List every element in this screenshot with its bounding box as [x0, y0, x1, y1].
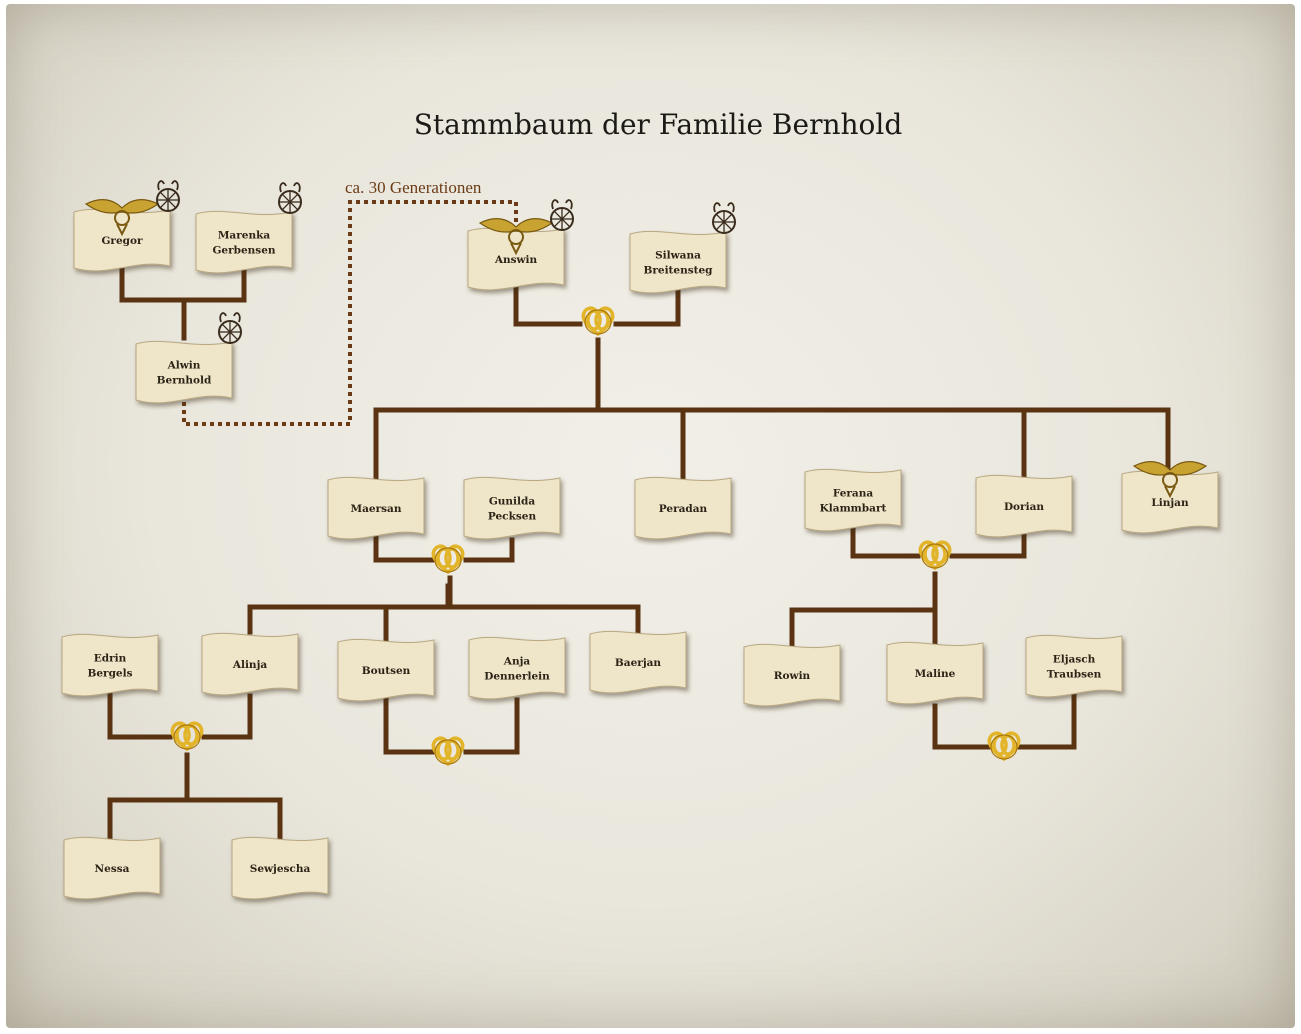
person-card-nessa: Nessa — [63, 836, 161, 900]
person-name-line: Baerjan — [615, 657, 661, 669]
scroll-card — [135, 340, 233, 404]
person-card-gregor: Gregor — [73, 180, 180, 272]
person-name-line: Marenka — [218, 230, 271, 242]
person-name-line: Maersan — [351, 503, 402, 515]
person-name-line: Traubsen — [1047, 669, 1102, 681]
winged-emblem-icon — [478, 218, 554, 256]
golden-rings-heart-icon — [170, 721, 204, 752]
person-name-line: Bergels — [87, 668, 132, 680]
ancestry-dotted-line — [182, 200, 518, 426]
scroll-card — [337, 638, 435, 702]
scroll-card — [231, 836, 329, 900]
person-name-line: Pecksen — [488, 511, 537, 523]
golden-rings-heart-icon — [581, 306, 615, 337]
person-card-maline: Maline — [886, 641, 984, 705]
golden-rings-heart-icon — [431, 736, 465, 767]
tree-title: Stammbaum der Familie Bernhold — [414, 108, 903, 141]
person-card-boutsen: Boutsen — [337, 638, 435, 702]
person-name-line: Bernhold — [157, 375, 212, 387]
wheel-of-life-icon — [278, 182, 302, 214]
scroll-card — [804, 468, 902, 532]
person-name-line: Klammbart — [820, 503, 887, 515]
person-name-line: Linjan — [1151, 497, 1189, 509]
person-name-line: Dennerlein — [484, 671, 550, 683]
person-name-line: Eljasch — [1053, 654, 1096, 666]
wheel-of-life-icon — [712, 202, 736, 234]
person-name-line: Maline — [915, 668, 956, 680]
person-name-line: Gregor — [101, 235, 143, 247]
person-name-line: Anja — [503, 656, 531, 668]
winged-emblem-icon — [1132, 461, 1208, 499]
golden-rings-heart-icon — [918, 540, 952, 571]
scroll-card — [629, 230, 727, 294]
scroll-card — [327, 476, 425, 540]
golden-rings-heart-icon — [987, 731, 1021, 762]
person-name-line: Silwana — [655, 250, 701, 262]
person-name-line: Dorian — [1004, 501, 1044, 513]
wheel-of-life-icon — [218, 312, 242, 344]
marriage-symbols — [170, 306, 1021, 767]
person-card-baerjan: Baerjan — [589, 630, 687, 694]
person-card-maersan: Maersan — [327, 476, 425, 540]
person-name-line: Peradan — [659, 503, 708, 515]
scroll-card — [201, 632, 299, 696]
wheel-of-life-icon — [550, 199, 574, 231]
scroll-card — [886, 641, 984, 705]
person-name-line: Alinja — [232, 659, 268, 671]
person-card-rowin: Rowin — [743, 643, 841, 707]
person-name-line: Breitensteg — [643, 265, 713, 277]
person-name-line: Gunilda — [489, 496, 536, 508]
person-card-sewjescha: Sewjescha — [231, 836, 329, 900]
person-name-line: Alwin — [167, 360, 201, 372]
scroll-card — [468, 636, 566, 700]
person-name-line: Sewjescha — [250, 863, 311, 875]
scroll-card — [975, 474, 1073, 538]
person-name-line: Nessa — [95, 863, 130, 875]
scroll-card — [195, 210, 293, 274]
person-card-dorian: Dorian — [975, 474, 1073, 538]
person-card-alinja: Alinja — [201, 632, 299, 696]
person-card-answin: Answin — [467, 199, 574, 291]
person-name-line: Ferana — [833, 488, 874, 500]
wheel-of-life-icon — [156, 180, 180, 212]
person-name-line: Boutsen — [362, 665, 411, 677]
scroll-card — [463, 476, 561, 540]
person-card-peradan: Peradan — [634, 476, 732, 540]
person-name-line: Rowin — [774, 670, 811, 682]
golden-rings-heart-icon — [431, 544, 465, 575]
person-name-line: Edrin — [94, 653, 127, 665]
person-name-line: Gerbensen — [212, 245, 275, 257]
connector-lines — [107, 265, 1171, 841]
scroll-card — [61, 633, 159, 697]
person-card-linjan: Linjan — [1121, 461, 1219, 534]
scroll-card — [634, 476, 732, 540]
generations-note: ca. 30 Generationen — [345, 178, 482, 197]
scroll-card — [1025, 634, 1123, 698]
person-name-line: Answin — [494, 254, 538, 266]
scroll-card — [63, 836, 161, 900]
scroll-card — [743, 643, 841, 707]
scroll-card — [589, 630, 687, 694]
